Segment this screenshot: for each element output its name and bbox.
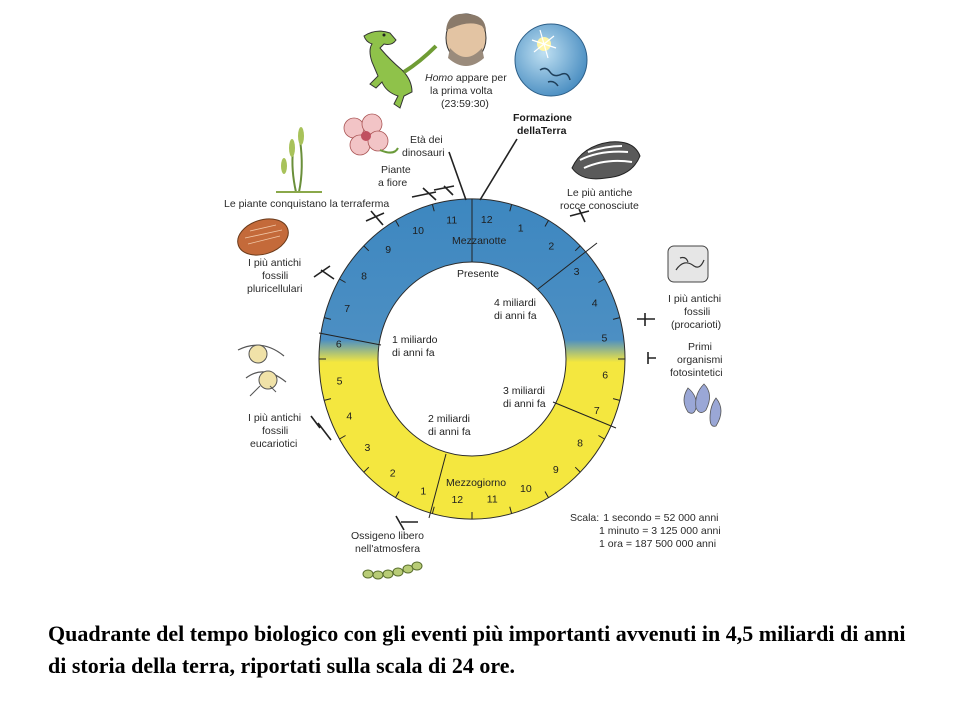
hour-tick (612, 317, 620, 320)
land-plant-icon (276, 127, 322, 193)
hour-tick (339, 435, 346, 440)
early-human-icon (445, 13, 487, 66)
hour-number: 5 (337, 375, 343, 387)
hour-tick (363, 245, 370, 252)
hour-number: 10 (520, 483, 532, 495)
multicellular-fossil-icon (237, 218, 289, 256)
multicellular-label: I più antichi fossili pluricellulari (247, 257, 304, 295)
three-billion-line (552, 401, 617, 429)
hour-number: 11 (446, 215, 457, 227)
hour-number: 9 (553, 464, 559, 476)
photosynthetic-label: Primi organismi fotosintetici (670, 341, 725, 379)
hour-number: 1 (518, 223, 524, 235)
hour-number: 5 (602, 333, 608, 345)
hour-tick (395, 220, 400, 227)
hour-number: 3 (574, 266, 580, 278)
three-billion-label: 3 miliardi di anni fa (503, 385, 548, 410)
hour-tick (339, 278, 346, 283)
prokaryotes-label: I più antichi fossili (procarioti) (668, 293, 724, 331)
hour-number: 6 (602, 369, 608, 381)
hour-tick (509, 204, 513, 212)
hour-number: 10 (412, 225, 424, 237)
figure-caption: Quadrante del tempo biologico con gli ev… (48, 621, 906, 678)
dinosaur-icon (363, 30, 438, 109)
hour-tick (598, 278, 605, 283)
hour-number: 4 (346, 411, 352, 423)
two-billion-line (428, 453, 447, 519)
scale-legend: Scala:1 secondo = 52 000 anni 1 minuto =… (570, 512, 724, 550)
two-billion-label: 2 miliardi di anni fa (428, 413, 473, 438)
hour-number: 7 (594, 405, 600, 417)
noon-label: Mezzogiorno (446, 477, 506, 489)
hour-number: 11 (487, 493, 498, 505)
four-billion-line (537, 242, 598, 290)
eukaryote-fossil-icon (237, 344, 287, 397)
earth-formation-icon (514, 23, 588, 97)
hour-tick (612, 398, 620, 401)
hour-number: 4 (592, 297, 598, 309)
cyanobacteria-chain-icon (362, 561, 423, 580)
land-plants-label: Le piante conquistano la terraferma (224, 198, 389, 210)
homo-label: Homo appare per la prima volta (23:59:30… (425, 72, 510, 110)
four-billion-label: 4 miliardi di anni fa (494, 297, 539, 322)
hour-ticks (319, 199, 625, 519)
oldest-rock-icon (571, 141, 641, 180)
hour-tick (431, 506, 435, 514)
hour-tick (509, 506, 513, 514)
hour-number: 3 (364, 442, 370, 454)
one-billion-line (318, 332, 382, 346)
hour-tick (544, 220, 549, 227)
oldest-rocks-label: Le più antiche rocce conosciute (560, 187, 639, 212)
hour-tick (324, 398, 332, 401)
hour-number: 12 (451, 494, 463, 506)
hour-tick (544, 491, 549, 498)
hour-tick (395, 491, 400, 498)
hour-number: 8 (577, 437, 583, 449)
free-oxygen-label: Ossigeno libero nell'atmosfera (351, 530, 427, 555)
hour-number: 6 (336, 339, 342, 351)
event-markers (310, 138, 656, 531)
hour-tick (363, 466, 370, 473)
hour-number: 8 (361, 271, 367, 283)
eukaryotes-label: I più antichi fossili eucariotici (248, 412, 304, 450)
hour-number: 2 (548, 240, 554, 252)
one-billion-label: 1 miliardo di anni fa (392, 334, 440, 359)
midnight-label: Mezzanotte (452, 235, 506, 247)
prokaryote-fossil-icon (667, 245, 709, 283)
hour-tick (574, 466, 581, 473)
flowering-plants-label: Piante a fiore (378, 164, 414, 189)
hour-tick (598, 435, 605, 440)
present-label: Presente (457, 268, 499, 280)
hour-number: 12 (481, 214, 493, 226)
hour-tick (574, 245, 581, 252)
photosynthetic-organism-icon (683, 383, 722, 427)
hour-number: 7 (344, 303, 350, 315)
earth-formation-label: Formazione dellaTerra (513, 112, 575, 137)
flower-icon (343, 113, 399, 156)
hour-tick (431, 204, 435, 212)
hour-number: 9 (385, 244, 391, 256)
hour-number: 1 (420, 485, 426, 497)
dinosaurs-label: Età dei dinosauri (402, 134, 446, 159)
hour-number: 2 (390, 468, 396, 480)
hour-tick (324, 317, 332, 320)
